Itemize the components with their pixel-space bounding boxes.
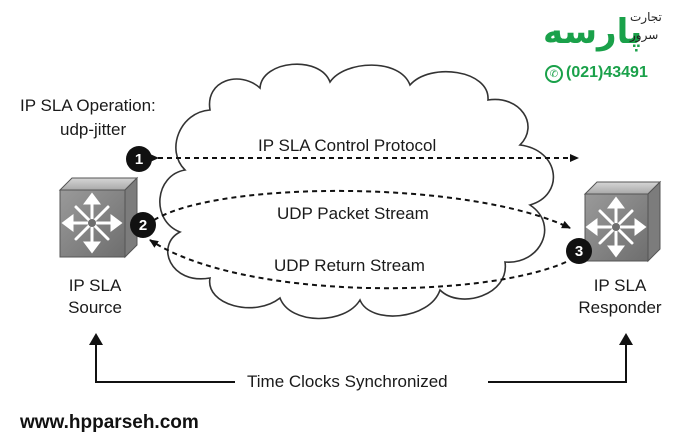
phone-icon: ✆: [545, 65, 563, 83]
responder-label: IP SLA Responder: [570, 275, 670, 319]
operation-label: IP SLA Operation:: [20, 96, 156, 115]
packet-stream-arrow: [153, 189, 571, 229]
router-icon: [583, 180, 662, 263]
clock-sync-label: Time Clocks Synchronized: [247, 372, 448, 391]
watermark-phone: (021)43491: [566, 64, 648, 81]
clock-arrowhead-right: [619, 333, 633, 345]
step-3-marker: 3: [566, 238, 592, 264]
cloud-shape: [159, 63, 555, 320]
watermark-url[interactable]: www.hpparseh.com: [20, 412, 199, 433]
operation-type: udp-jitter: [60, 120, 127, 139]
return-stream-label: UDP Return Stream: [274, 256, 425, 275]
control-protocol-label: IP SLA Control Protocol: [258, 136, 437, 155]
step-1-marker: 1: [126, 146, 152, 172]
source-label-line2: Source: [68, 298, 122, 317]
router-icon: [58, 176, 139, 259]
watermark-brand: پارسه: [543, 12, 643, 52]
watermark-sub2: سرور: [630, 28, 659, 42]
return-stream-arrow: [149, 239, 567, 290]
clock-sync-bracket: [95, 338, 627, 383]
source-label-line1: IP SLA: [68, 276, 122, 295]
source-label: IP SLA Source: [55, 275, 135, 319]
clock-arrowhead-left: [89, 333, 103, 345]
responder-label-line1: IP SLA: [593, 276, 647, 295]
responder-label-line2: Responder: [578, 298, 662, 317]
packet-stream-label: UDP Packet Stream: [277, 204, 429, 223]
step-2-marker: 2: [130, 212, 156, 238]
watermark-sub1: تجارت: [630, 10, 662, 24]
